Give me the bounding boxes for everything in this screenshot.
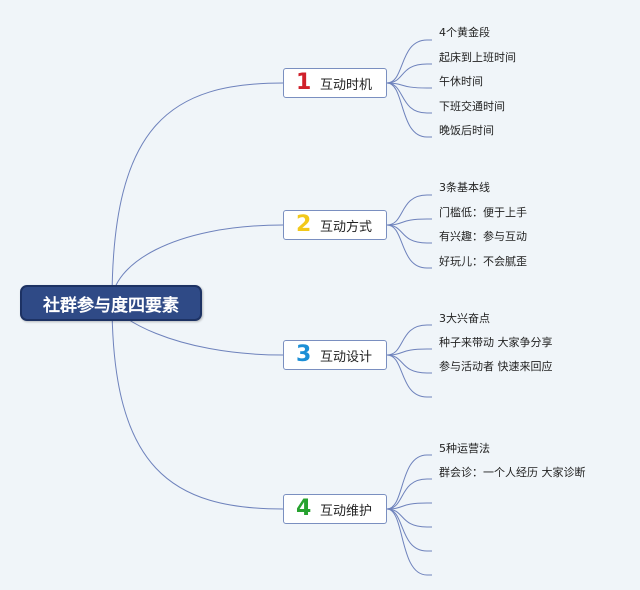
leaf-link-1-5 [386, 82, 432, 138]
branch-number-1: 1 [296, 70, 312, 95]
branch-label-2: 互动方式 [320, 219, 373, 235]
leaf-link-1-4 [386, 82, 432, 114]
root-node[interactable]: 社群参与度四要素 [20, 285, 202, 321]
leaf-3-3[interactable]: 参与活动者 快速来回应 [439, 360, 553, 373]
leaf-link-1-1 [386, 39, 432, 84]
leaf-3-2[interactable]: 种子来带动 大家争分享 [439, 336, 553, 349]
leaf-link-4-4 [386, 508, 432, 528]
leaf-link-3-4 [386, 354, 432, 398]
root-link-4 [111, 301, 284, 510]
leaf-4-2[interactable]: 群会诊：一个人经历 大家诊断 [439, 466, 586, 479]
branch-node-3[interactable]: 3 互动设计 [283, 340, 387, 370]
branch-label-3: 互动设计 [320, 349, 373, 365]
leaf-link-4-3 [386, 502, 432, 510]
branch-number-2: 2 [296, 212, 312, 237]
branch-node-4[interactable]: 4 互动维护 [283, 494, 387, 524]
root-link-1 [111, 82, 284, 303]
branch-label-1: 互动时机 [320, 77, 373, 93]
leaf-link-4-5 [386, 508, 432, 552]
leaf-2-1[interactable]: 3条基本线 [439, 181, 490, 194]
leaf-1-4[interactable]: 下班交通时间 [439, 100, 505, 113]
leaf-link-3-3 [386, 354, 432, 374]
leaf-link-2-3 [386, 224, 432, 244]
leaf-link-2-1 [386, 194, 432, 226]
leaf-link-3-1 [386, 324, 432, 356]
leaf-4-1[interactable]: 5种运营法 [439, 442, 490, 455]
leaf-1-3[interactable]: 午休时间 [439, 75, 483, 88]
leaf-link-2-2 [386, 218, 432, 226]
leaf-link-1-3 [386, 82, 432, 89]
branch-label-4: 互动维护 [320, 503, 373, 519]
leaf-link-1-2 [386, 63, 432, 84]
leaf-2-3[interactable]: 有兴趣：参与互动 [439, 230, 527, 243]
root-label: 社群参与度四要素 [43, 295, 179, 316]
leaf-1-1[interactable]: 4个黄金段 [439, 26, 490, 39]
leaf-3-1[interactable]: 3大兴奋点 [439, 312, 490, 325]
leaf-2-4[interactable]: 好玩儿：不会腻歪 [439, 255, 527, 268]
leaf-link-4-2 [386, 478, 432, 510]
branch-number-3: 3 [296, 342, 312, 367]
leaf-link-2-4 [386, 224, 432, 269]
leaf-link-4-6 [386, 508, 432, 576]
leaf-1-5[interactable]: 晚饭后时间 [439, 124, 494, 137]
branch-node-1[interactable]: 1 互动时机 [283, 68, 387, 98]
leaf-2-2[interactable]: 门槛低：便于上手 [439, 206, 527, 219]
leaf-link-3-2 [386, 348, 432, 356]
branch-node-2[interactable]: 2 互动方式 [283, 210, 387, 240]
branch-number-4: 4 [296, 496, 312, 521]
leaf-1-2[interactable]: 起床到上班时间 [439, 51, 516, 64]
leaf-link-4-1 [386, 454, 432, 510]
